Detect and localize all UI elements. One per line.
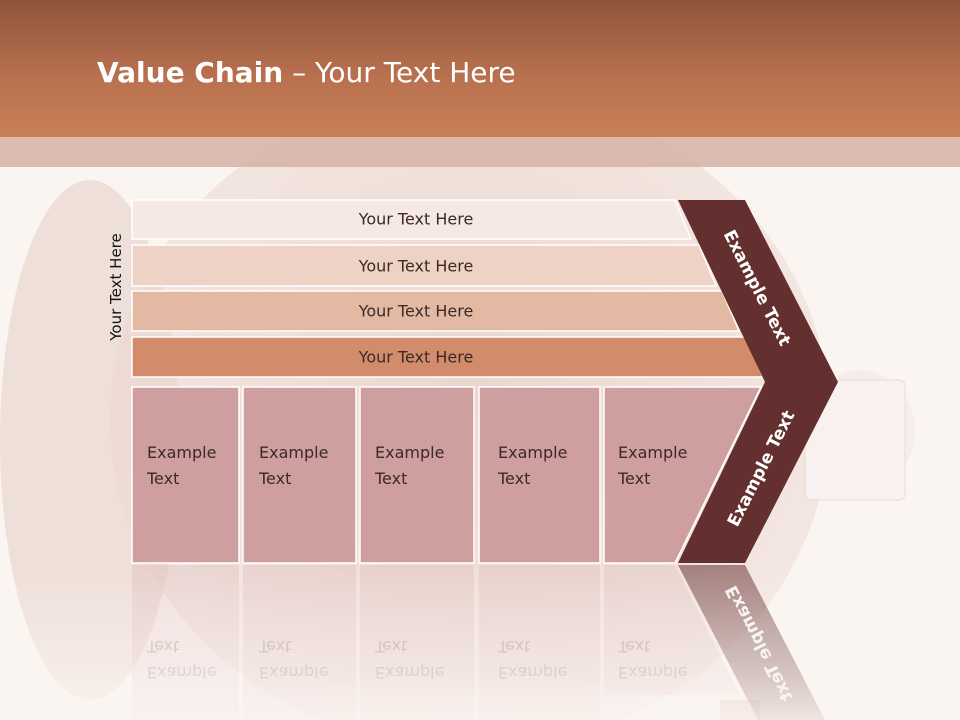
bar-1-label: Your Text Here	[358, 209, 474, 229]
title-rest: – Your Text Here	[283, 56, 516, 89]
cell-4-line2: Text	[498, 469, 531, 488]
chevron-arrow	[678, 200, 838, 563]
cell-4-line1: Example	[498, 443, 568, 462]
cell-1	[131, 386, 240, 564]
bar-4-label: Your Text Here	[358, 347, 474, 367]
cell-3	[359, 386, 475, 564]
bar-2	[131, 244, 718, 287]
cell-2-line2: Text	[259, 469, 292, 488]
cell-2-line1: Example	[259, 443, 329, 462]
bar-1	[131, 199, 693, 240]
title-bold: Value Chain	[97, 56, 284, 89]
cell-5	[603, 386, 763, 564]
bar-3-label: Your Text Here	[358, 301, 474, 321]
cell-3-line2: Text	[375, 469, 408, 488]
bar-3	[131, 290, 741, 332]
header-band	[0, 137, 960, 167]
cell-2	[242, 386, 357, 564]
bar-2-label: Your Text Here	[358, 256, 474, 276]
header-bar	[0, 0, 960, 137]
cell-5-line2: Text	[618, 469, 651, 488]
cell-5-line1: Example	[618, 443, 688, 462]
slide-title: Value Chain – Your Text Here	[97, 56, 516, 89]
cell-3-line1: Example	[375, 443, 445, 462]
cell-1-line2: Text	[147, 469, 180, 488]
cell-4	[478, 386, 601, 564]
cell-1-line1: Example	[147, 443, 217, 462]
